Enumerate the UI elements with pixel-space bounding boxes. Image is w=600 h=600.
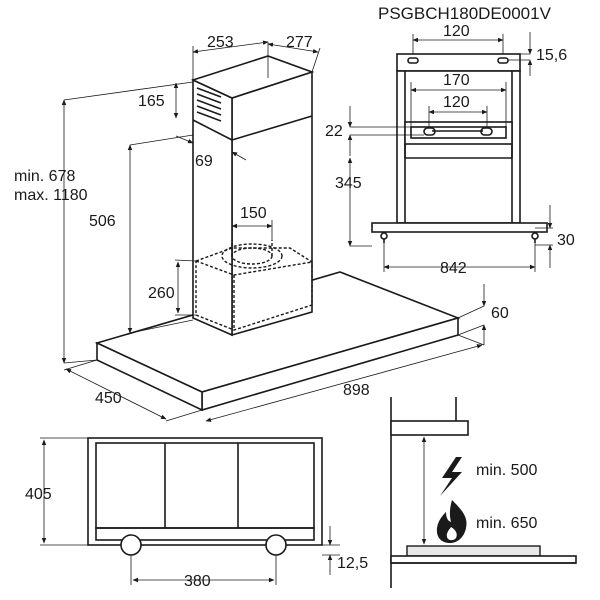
hood-underside [87,437,323,546]
lightning-icon [440,457,462,496]
flame-icon [436,500,467,543]
dim-line-chimney-width [192,40,269,54]
dim-light-spacing: 380 [184,573,211,590]
clearance-view: min. 500 min. 650 [390,397,577,588]
dim-offset: 69 [195,153,213,170]
hood-profile [390,420,469,436]
dim-light-offset: 12,5 [337,555,368,572]
vent-grille [196,87,222,122]
dim-hood-offset: 30 [557,232,575,249]
main-hood-view: 253 277 165 69 min. 678 max. 1180 506 15… [14,34,509,422]
dim-motor-height: 260 [148,285,175,302]
dim-chimney-depth: 277 [286,34,313,51]
dim-outlet-diameter: 150 [240,205,267,222]
dim-hood-holes: 842 [440,260,467,277]
model-number: PSGBCH180DE0001V [378,4,552,23]
dim-bracket-offset: 22 [325,123,343,140]
dim-lower-chimney: 506 [89,213,116,230]
dim-line-chimney-depth [267,42,319,54]
underside-view: 405 380 12,5 [25,437,368,590]
mounting-bracket [404,121,513,145]
dim-bracket-width: 170 [443,72,470,89]
dim-top-offset: 15,6 [536,47,567,64]
outlet-ring [221,243,283,269]
dim-top-holes: 120 [443,23,470,40]
dim-depth: 450 [95,390,122,407]
chimney-bracket-body [396,70,521,224]
screw-icon [380,232,388,240]
dim-line-depth [65,368,167,420]
dim-underside-depth: 405 [25,486,52,503]
dim-height-min: min. 678 [14,168,75,185]
clearance-gas-label: min. 650 [476,515,537,532]
dim-bracket-holes: 120 [443,94,470,111]
bracket-view: 120 15,6 170 120 22 345 30 [325,23,575,277]
light-icon [120,534,142,556]
chimney-joint-line [192,119,233,141]
dim-width: 898 [343,382,370,399]
motor-unit [195,240,313,331]
clearance-electric-label: min. 500 [476,462,537,479]
dim-height-max: max. 1180 [14,187,88,204]
light-icon [265,534,287,556]
dim-chimney-width: 253 [207,34,234,51]
chimney-joint-line [231,115,313,141]
light-strip [95,527,315,541]
chimney-front [231,70,313,337]
dim-canopy-thickness: 60 [491,305,509,322]
hob-profile [406,545,541,557]
dim-bracket-height: 345 [335,175,362,192]
dim-vent-grille: 165 [138,93,165,110]
screw-icon [531,232,539,240]
dim-line-width [205,344,483,422]
hood-top-plate [371,222,548,233]
